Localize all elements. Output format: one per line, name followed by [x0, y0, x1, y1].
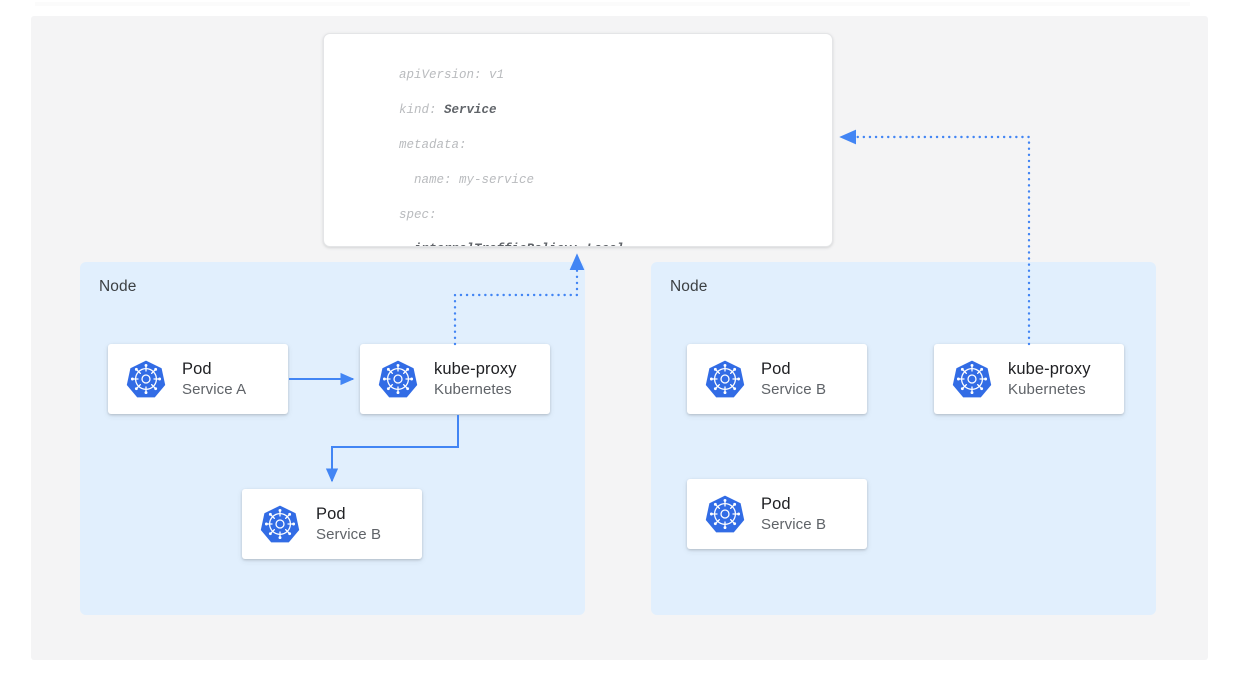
card-subtitle: Service A: [182, 380, 247, 398]
node-panel-right: Node: [651, 262, 1156, 615]
kubernetes-icon: [952, 359, 992, 399]
card-pod-service-b-right-bottom[interactable]: Pod Service B: [687, 479, 867, 549]
kubernetes-icon: [705, 359, 745, 399]
card-subtitle: Service B: [761, 515, 827, 533]
node-right-label: Node: [670, 278, 708, 295]
yaml-line-kind: kind: Service: [399, 102, 707, 119]
service-manifest-yaml: apiVersion: v1 kind: Service metadata: n…: [399, 50, 707, 246]
card-title: Pod: [182, 359, 212, 378]
card-subtitle: Kubernetes: [434, 380, 512, 398]
node-left-label: Node: [99, 278, 137, 295]
card-title: Pod: [761, 359, 791, 378]
card-pod-service-a[interactable]: Pod Service A: [108, 344, 288, 414]
card-subtitle: Service B: [316, 525, 382, 543]
yaml-itp-indent: [399, 242, 414, 246]
yaml-line-name: name: my-service: [399, 172, 535, 187]
card-text: Pod Service A: [182, 359, 246, 400]
top-divider-strip: [35, 2, 1190, 6]
card-pod-service-b-left[interactable]: Pod Service B: [242, 489, 422, 559]
kubernetes-icon: [260, 504, 300, 544]
card-title: Pod: [316, 504, 346, 523]
card-title: kube-proxy: [1008, 359, 1091, 378]
yaml-itp-value: internalTrafficPolicy: Local: [414, 242, 624, 246]
yaml-line-spec: spec:: [399, 207, 437, 222]
yaml-kind-key: kind:: [399, 103, 445, 118]
card-title: Pod: [761, 494, 791, 513]
service-manifest-card: apiVersion: v1 kind: Service metadata: n…: [323, 33, 833, 247]
card-subtitle: Service B: [761, 380, 827, 398]
yaml-line-internaltrafficpolicy: internalTrafficPolicy: Local: [399, 241, 707, 246]
node-panel-left: Node: [80, 262, 585, 615]
yaml-kind-value: Service: [444, 103, 497, 118]
card-text: Pod Service B: [316, 504, 381, 545]
kubernetes-icon: [126, 359, 166, 399]
card-text: kube-proxy Kubernetes: [434, 359, 517, 400]
yaml-line-metadata: metadata:: [399, 138, 467, 153]
card-kube-proxy-left[interactable]: kube-proxy Kubernetes: [360, 344, 550, 414]
card-pod-service-b-right-top[interactable]: Pod Service B: [687, 344, 867, 414]
card-text: Pod Service B: [761, 359, 826, 400]
kubernetes-icon: [705, 494, 745, 534]
card-kube-proxy-right[interactable]: kube-proxy Kubernetes: [934, 344, 1124, 414]
card-text: Pod Service B: [761, 494, 826, 535]
yaml-line-apiversion: apiVersion: v1: [399, 68, 505, 83]
card-subtitle: Kubernetes: [1008, 380, 1086, 398]
kubernetes-icon: [378, 359, 418, 399]
card-title: kube-proxy: [434, 359, 517, 378]
card-text: kube-proxy Kubernetes: [1008, 359, 1091, 400]
